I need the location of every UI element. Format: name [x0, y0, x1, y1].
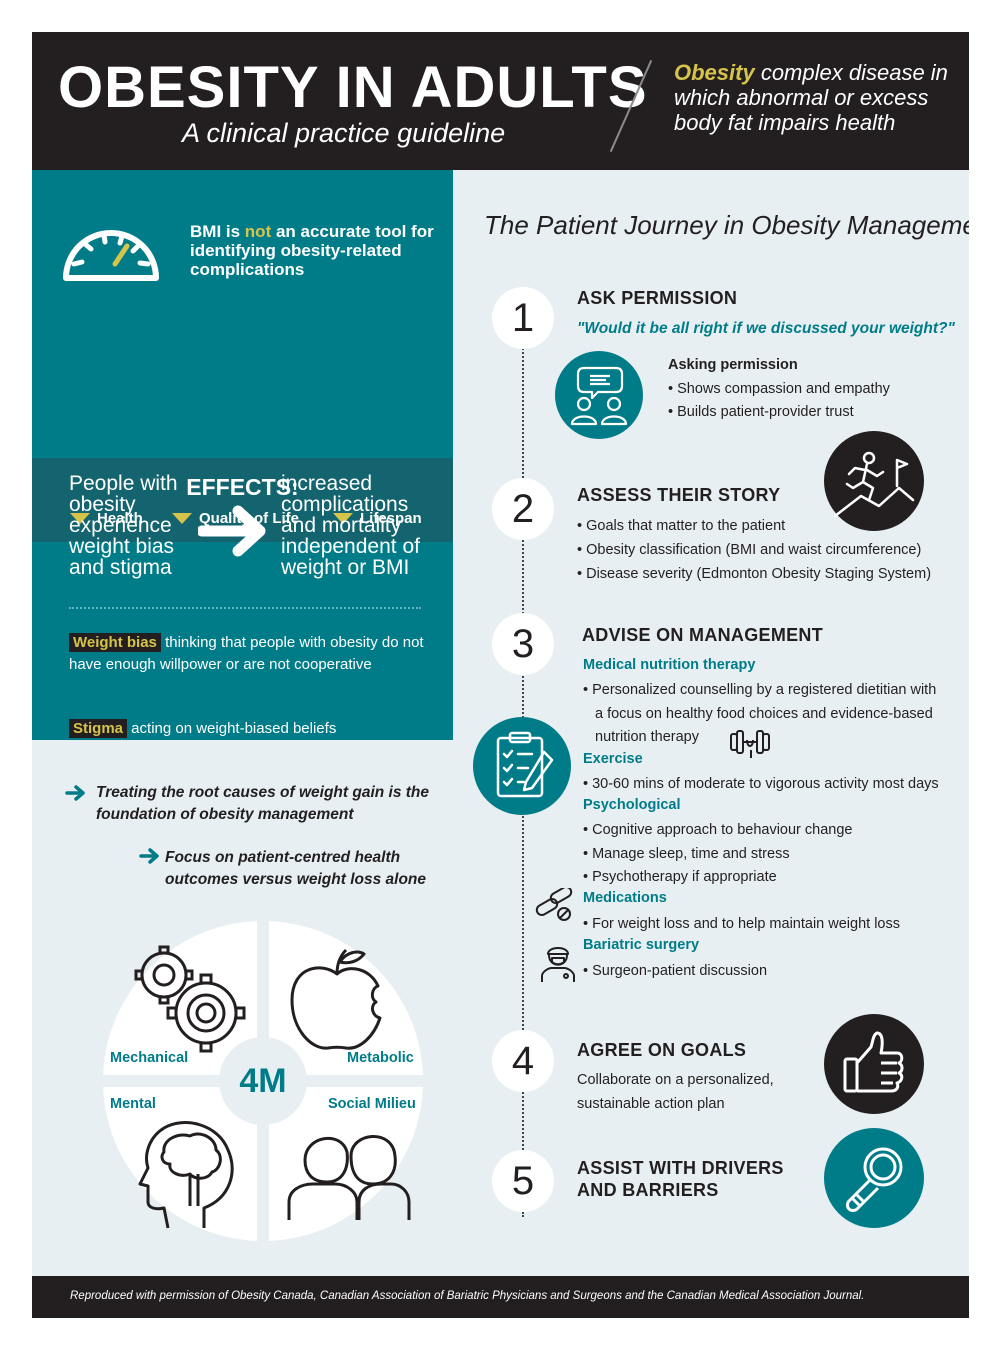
effects-band: EFFECTS: Health Quality of Life Lifespan [32, 458, 453, 542]
effect-health: Health [70, 510, 143, 527]
label-mental: Mental [110, 1096, 156, 1112]
step-3-title: ADVISE ON MANAGEMENT [582, 625, 824, 645]
speedometer-icon [63, 230, 159, 281]
step-1-bullet: • Shows compassion and empathy [668, 381, 890, 397]
nutrition-bullet: • Personalized counselling by a register… [583, 682, 937, 698]
nutrition-therapy-head: Medical nutrition therapy [583, 657, 756, 673]
pills-icon [535, 888, 573, 921]
bariatric-bullet: • Surgeon-patient discussion [583, 963, 768, 979]
brain-head-icon [138, 1121, 234, 1229]
treat-root-causes-text: Treating the root causes of weight gain … [96, 784, 430, 823]
step-2-bullet: • Disease severity (Edmonton Obesity Sta… [577, 566, 932, 582]
step-2-title: ASSESS THEIR STORY [577, 485, 781, 505]
medications-bullet: • For weight loss and to help maintain w… [583, 916, 900, 932]
step-3-number: 3 [492, 613, 554, 675]
social-people-icon [287, 1135, 411, 1220]
step-4-title: AGREE ON GOALS [577, 1040, 747, 1060]
clipboard-checklist-icon [473, 717, 571, 815]
psychological-head: Psychological [583, 797, 681, 813]
bmi-post: an accurate tool for identifying obesity… [190, 222, 434, 279]
step-5-title-line2: AND BARRIERS [577, 1180, 719, 1200]
obesity-definition: Obesity complex disease in which abnorma… [674, 60, 964, 135]
exercise-head: Exercise [583, 751, 643, 767]
footer-credit: Reproduced with permission of Obesity Ca… [70, 1290, 865, 1302]
label-metabolic: Metabolic [347, 1050, 414, 1066]
step-1-number: 1 [492, 287, 554, 349]
stigma-text: acting on weight-biased beliefs [127, 720, 337, 737]
step-1-title: ASK PERMISSION [577, 288, 738, 308]
surgeon-icon [541, 947, 575, 982]
step-2-bullet: • Goals that matter to the patient [577, 518, 786, 534]
stigma-term: Stigma [69, 719, 128, 738]
bmi-pre: BMI is [190, 222, 245, 241]
right-arrow-icon [198, 505, 266, 557]
step-1-bullet: • Builds patient-provider trust [668, 404, 854, 420]
left-panel: BMI is not an accurate tool for identify… [32, 170, 453, 740]
nutrition-bullet-cont: a focus on healthy food choices and evid… [595, 706, 933, 722]
dotted-divider [69, 607, 421, 609]
step-4-number: 4 [492, 1030, 554, 1092]
conversation-icon [555, 351, 643, 439]
down-triangle-icon [70, 512, 90, 524]
definition-text: complex disease in which abnormal or exc… [674, 60, 948, 135]
main-title: OBESITY IN ADULTS [58, 55, 648, 120]
gears-icon [134, 945, 246, 1053]
subtitle: A clinical practice guideline [182, 118, 506, 148]
thumbs-up-icon [824, 1014, 924, 1114]
step-4-text: Collaborate on a personalized, [577, 1072, 774, 1088]
four-m-diagram [102, 920, 424, 1242]
definition-term: Obesity [674, 60, 755, 85]
nutrition-bullet-cont: nutrition therapy [595, 729, 699, 745]
bmi-statement: BMI is not an accurate tool for identify… [190, 222, 440, 279]
psychological-bullet: • Psychotherapy if appropriate [583, 869, 777, 885]
runner-goal-icon [824, 431, 924, 531]
stigma-definition: Stigma acting on weight-biased beliefs [69, 718, 429, 740]
weight-bias-term: Weight bias [69, 633, 161, 652]
effect-lifespan: Lifespan [333, 510, 422, 527]
weight-bias-text: thinking that people with obesity do not… [69, 634, 424, 673]
down-triangle-icon [172, 512, 192, 524]
label-mechanical: Mechanical [110, 1050, 189, 1066]
step-5-title: ASSIST WITH DRIVERS [577, 1158, 784, 1178]
four-m-center: 4M [239, 1062, 287, 1100]
weight-bias-definition: Weight bias thinking that people with ob… [69, 632, 429, 676]
apple-icon [290, 948, 382, 1050]
medications-head: Medications [583, 890, 667, 906]
down-triangle-icon [333, 512, 353, 524]
psychological-bullet: • Cognitive approach to behaviour change [583, 822, 853, 838]
psychological-bullet: • Manage sleep, time and stress [583, 846, 790, 862]
step-4-text: sustainable action plan [577, 1096, 725, 1112]
arrow-icon [139, 848, 159, 864]
step-2-bullet: • Obesity classification (BMI and waist … [577, 542, 922, 558]
people-with-obesity-text: People with obesity experience weight bi… [69, 472, 178, 579]
increased-complications-text: increased complications and mortality in… [281, 472, 420, 579]
asking-permission-subhead: Asking permission [668, 357, 798, 373]
arrow-icon [65, 785, 85, 801]
infographic-poster: OBESITY IN ADULTS A clinical practice gu… [32, 32, 969, 1318]
bmi-not: not [244, 222, 272, 241]
label-social-milieu: Social Milieu [328, 1096, 416, 1112]
step-2-number: 2 [492, 478, 554, 540]
dumbbell-icon [730, 730, 770, 758]
step-5-number: 5 [492, 1150, 554, 1212]
footer-bar: Reproduced with permission of Obesity Ca… [32, 1276, 969, 1318]
magnifying-glass-icon [824, 1128, 924, 1228]
patient-centred-text: Focus on patient-centred health outcomes… [165, 849, 426, 888]
journey-title: The Patient Journey in Obesity Managemen… [484, 210, 969, 240]
header-bar: OBESITY IN ADULTS A clinical practice gu… [32, 32, 969, 170]
permission-question: "Would it be all right if we discussed y… [577, 320, 955, 337]
exercise-bullet: • 30-60 mins of moderate to vigorous act… [583, 776, 939, 792]
bariatric-surgery-head: Bariatric surgery [583, 937, 700, 953]
effects-title: EFFECTS: [186, 474, 299, 500]
